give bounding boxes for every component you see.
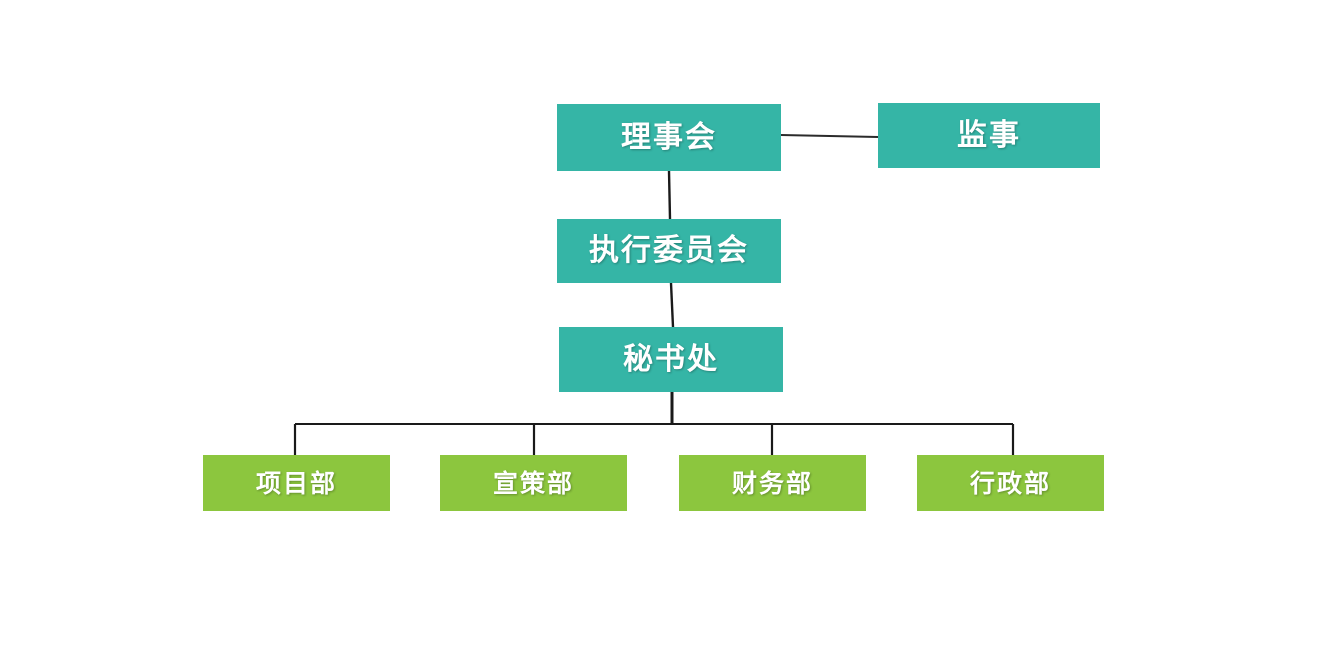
connector-board-to-supervisor: [780, 134, 879, 138]
node-project-dept[interactable]: 项目部: [203, 455, 390, 511]
node-administration-dept-label: 行政部: [969, 468, 1051, 498]
node-executive-committee[interactable]: 执行委员会: [557, 219, 781, 283]
node-supervisor-label: 监事: [957, 117, 1021, 153]
connector-board-to-executive-committee: [667, 170, 672, 220]
node-board-label: 理事会: [621, 119, 717, 155]
node-finance-dept-label: 财务部: [731, 468, 813, 498]
node-publicity-dept-label: 宣策部: [492, 468, 574, 498]
node-supervisor[interactable]: 监事: [878, 103, 1100, 168]
node-secretariat-label: 秘书处: [623, 341, 719, 377]
node-administration-dept[interactable]: 行政部: [917, 455, 1104, 511]
node-board[interactable]: 理事会: [557, 104, 781, 171]
node-executive-committee-label: 执行委员会: [589, 233, 749, 268]
node-publicity-dept[interactable]: 宣策部: [440, 455, 627, 511]
node-project-dept-label: 项目部: [255, 468, 337, 498]
connector-executive-committee-to-secretariat: [669, 282, 675, 328]
node-secretariat[interactable]: 秘书处: [559, 327, 783, 392]
node-finance-dept[interactable]: 财务部: [679, 455, 866, 511]
